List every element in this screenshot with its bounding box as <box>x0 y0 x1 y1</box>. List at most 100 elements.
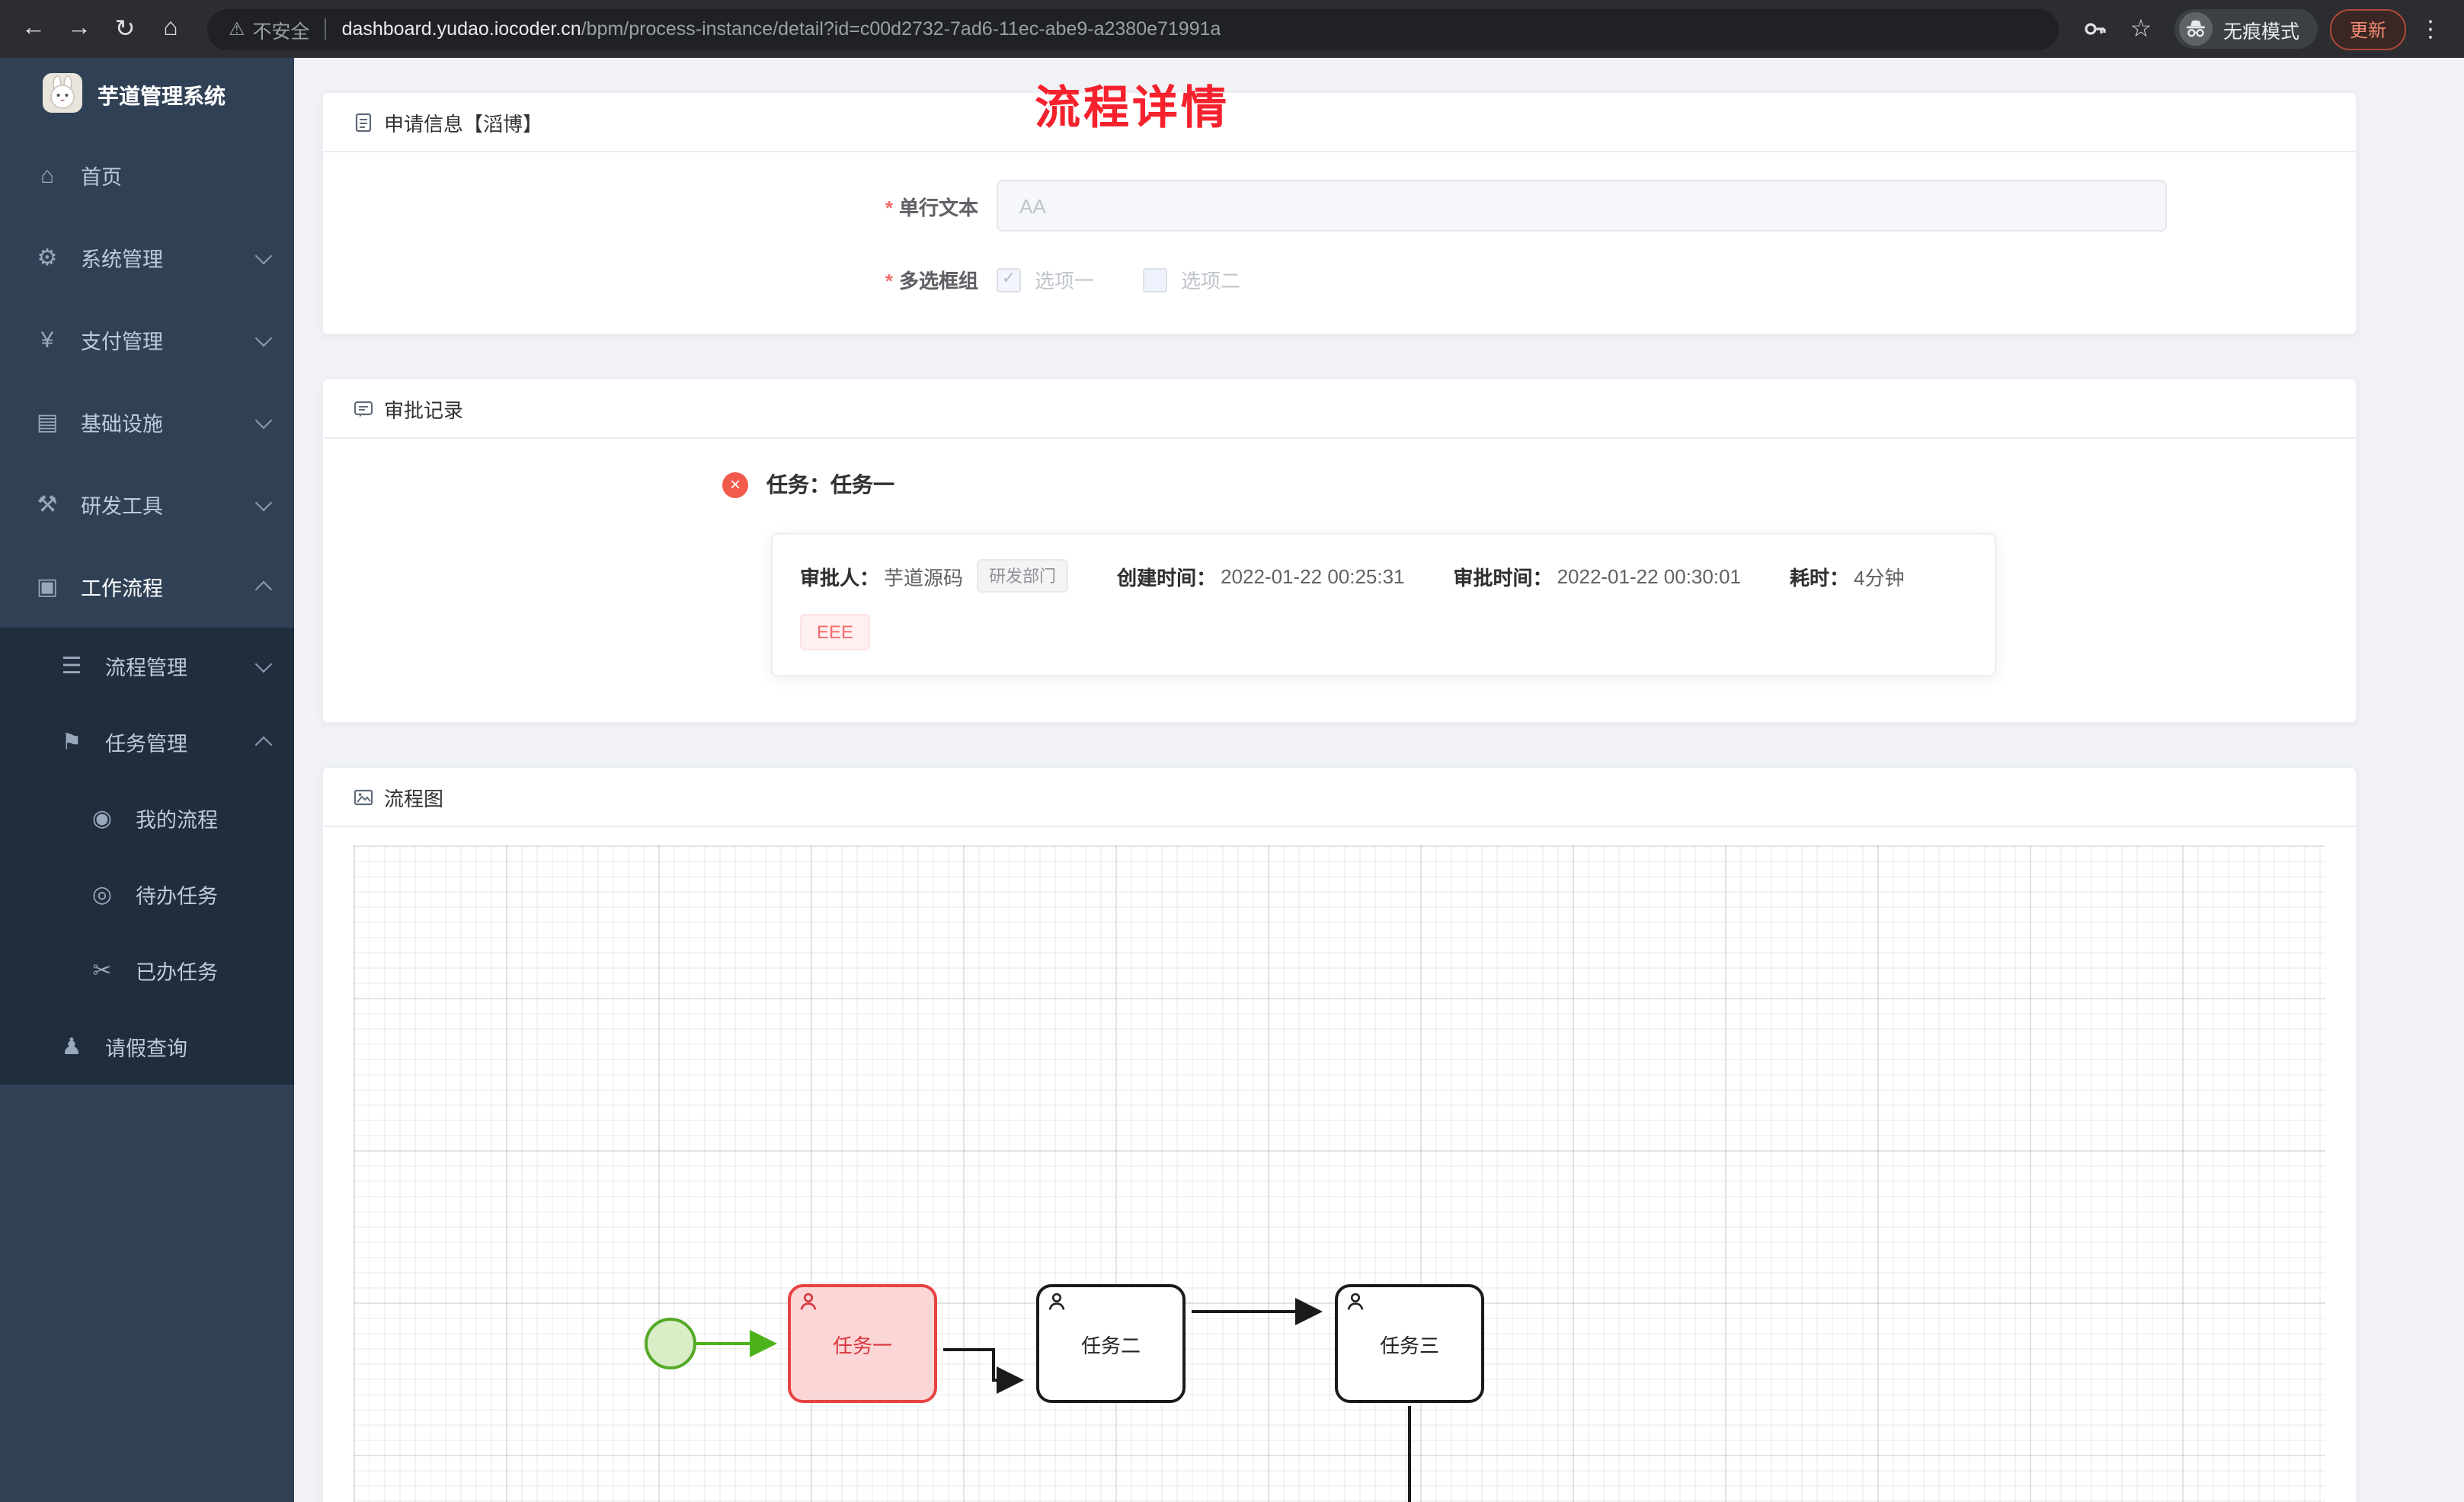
card-header: 申请信息【滔博】 <box>323 93 2356 152</box>
chevron-down-icon <box>254 328 273 347</box>
page-title: 流程详情 <box>1035 84 1230 134</box>
sidebar-item-todo-task[interactable]: ◎ 待办任务 <box>0 856 294 932</box>
user-task-icon <box>1047 1292 1067 1312</box>
done-scissors-icon: ✂ <box>92 958 112 984</box>
checkbox-option-1: ✓ 选项一 <box>997 265 1094 294</box>
sidebar-item-workflow[interactable]: ▣ 工作流程 <box>0 545 294 628</box>
bookmark-star-icon[interactable]: ☆ <box>2130 17 2152 43</box>
bpmn-canvas: 任务一 任务二 <box>354 845 2325 1502</box>
record-icon <box>354 398 373 418</box>
workflow-icon: ▣ <box>36 574 59 600</box>
menu-label: 支付管理 <box>81 331 163 353</box>
yen-icon: ¥ <box>40 327 54 353</box>
sidebar-item-system-mgmt[interactable]: ⚙ 系统管理 <box>0 216 294 299</box>
sidebar-item-task-mgmt[interactable]: ⚑ 任务管理 <box>0 704 294 780</box>
back-icon[interactable]: ← <box>21 15 46 41</box>
bpmn-start-event[interactable] <box>645 1318 696 1369</box>
address-bar[interactable]: ⚠ 不安全 dashboard.yudao.iocoder.cn/bpm/pro… <box>207 8 2059 50</box>
omnibox-divider <box>325 18 327 40</box>
approve-record-card: 审批记录 × 任务：任务一 审批人： 芋道源码 研 <box>322 378 2357 724</box>
main-content: 流程详情 申请信息【滔博】 *单行文本 <box>294 58 2464 1502</box>
menu-label: 工作流程 <box>81 577 163 600</box>
sidebar-item-process-mgmt[interactable]: ☰ 流程管理 <box>0 628 294 704</box>
chevron-down-icon <box>254 246 273 264</box>
field-label-text: 单行文本 <box>898 196 978 219</box>
apply-info-card: 申请信息【滔博】 *单行文本 *多选框组 ✓ 选项一 <box>322 91 2357 335</box>
security-label: 不安全 <box>252 21 310 42</box>
bpmn-task-1[interactable]: 任务一 <box>788 1284 937 1403</box>
create-time-group: 创建时间： 2022-01-22 00:25:31 <box>1117 561 1404 590</box>
app-logo: 芋道管理系统 <box>0 58 294 134</box>
workflow-submenu: ☰ 流程管理 ⚑ 任务管理 ◉ 我的流程 ◎ 待办任务 <box>0 628 294 1085</box>
menu-label: 已办任务 <box>136 961 218 984</box>
incognito-icon <box>2178 12 2213 46</box>
approver-name: 芋道源码 <box>884 566 964 589</box>
card-header: 审批记录 <box>323 379 2356 439</box>
bpmn-task-2[interactable]: 任务二 <box>1036 1284 1186 1403</box>
menu-label: 请假查询 <box>105 1037 187 1060</box>
process-diagram-card: 流程图 <box>322 766 2357 1502</box>
checkbox-checked-icon: ✓ <box>997 267 1021 292</box>
reload-icon[interactable]: ↻ <box>114 17 136 43</box>
sidebar-item-my-process[interactable]: ◉ 我的流程 <box>0 780 294 856</box>
content-area: 申请信息【滔博】 *单行文本 *多选框组 ✓ 选项一 <box>294 58 2464 1502</box>
chevron-down-icon <box>254 411 273 429</box>
checkbox-label: 选项一 <box>1035 270 1095 292</box>
reject-reason-tag: EEE <box>800 614 871 650</box>
chevron-down-icon <box>254 493 273 511</box>
bpmn-task-3[interactable]: 任务三 <box>1335 1284 1484 1403</box>
checkbox-option-2: 选项二 <box>1143 265 1240 294</box>
url-text: dashboard.yudao.iocoder.cn/bpm/process-i… <box>342 18 1221 40</box>
browser-toolbar: ← → ↻ ⌂ ⚠ 不安全 dashboard.yudao.iocoder.cn… <box>0 0 2464 58</box>
card-title: 流程图 <box>384 787 444 810</box>
check-icon: ✓ <box>1001 270 1016 288</box>
diagram-body: 任务一 任务二 <box>323 827 2356 1502</box>
task-rejected-icon: × <box>722 471 748 497</box>
sidebar-item-done-task[interactable]: ✂ 已办任务 <box>0 932 294 1008</box>
todo-eye-icon: ◎ <box>91 882 113 908</box>
menu-label: 首页 <box>81 166 122 189</box>
sidebar-item-home[interactable]: ⌂ 首页 <box>0 134 294 216</box>
dept-tag: 研发部门 <box>977 559 1069 593</box>
sidebar-item-leave-query[interactable]: ♟ 请假查询 <box>0 1008 294 1085</box>
password-key-icon[interactable] <box>2074 8 2117 50</box>
duration-label: 耗时： <box>1790 566 1850 589</box>
incognito-badge[interactable]: 无痕模式 <box>2174 9 2318 49</box>
user-task-icon <box>1346 1292 1365 1312</box>
task-node-label: 任务三 <box>1379 1334 1439 1357</box>
card-header: 流程图 <box>323 768 2356 827</box>
chrome-update-button[interactable]: 更新 <box>2329 8 2406 50</box>
person-icon: ♟ <box>61 1034 82 1060</box>
sidebar-item-infrastructure[interactable]: ▤ 基础设施 <box>0 381 294 463</box>
sidebar-item-dev-tools[interactable]: ⚒ 研发工具 <box>0 463 294 545</box>
bpmn-connectors <box>696 1298 1411 1502</box>
home-icon[interactable]: ⌂ <box>163 15 178 41</box>
incognito-label: 无痕模式 <box>2222 21 2299 42</box>
field-label: *单行文本 <box>323 191 997 220</box>
approve-timeline: × 任务：任务一 审批人： 芋道源码 研发部门 <box>323 439 2356 722</box>
task-title: 任务：任务一 <box>766 472 894 497</box>
diagram-icon <box>354 787 373 807</box>
field-label-text: 多选框组 <box>898 270 978 292</box>
task-detail-line: 审批人： 芋道源码 研发部门 创建时间： 2022-01-22 00:25:31… <box>800 559 1967 593</box>
menu-label: 研发工具 <box>81 495 163 518</box>
flag-icon: ⚑ <box>61 730 82 756</box>
forward-icon[interactable]: → <box>67 15 91 41</box>
browser-menu-icon[interactable]: ⋮ <box>2419 17 2442 43</box>
not-secure-warning-icon: ⚠ <box>229 18 245 40</box>
menu-label: 系统管理 <box>81 248 163 271</box>
logo-rabbit-icon <box>43 72 82 120</box>
approver-label: 审批人： <box>800 566 880 589</box>
chevron-down-icon <box>254 654 273 673</box>
app-frame: 芋道管理系统 ⌂ 首页 ⚙ 系统管理 ¥ 支付管理 ▤ 基础设施 <box>0 58 2464 1502</box>
approve-time-group: 审批时间： 2022-01-22 00:30:01 <box>1454 561 1741 590</box>
field-label: *多选框组 <box>323 265 997 294</box>
checkbox-label: 选项二 <box>1181 270 1241 292</box>
approver-group: 审批人： 芋道源码 研发部门 <box>800 559 1069 593</box>
menu-label: 任务管理 <box>105 733 187 756</box>
required-mark: * <box>885 270 893 292</box>
single-line-text-input <box>997 180 2167 232</box>
checkbox-unchecked-icon <box>1143 267 1168 292</box>
sidebar-item-pay-mgmt[interactable]: ¥ 支付管理 <box>0 299 294 381</box>
